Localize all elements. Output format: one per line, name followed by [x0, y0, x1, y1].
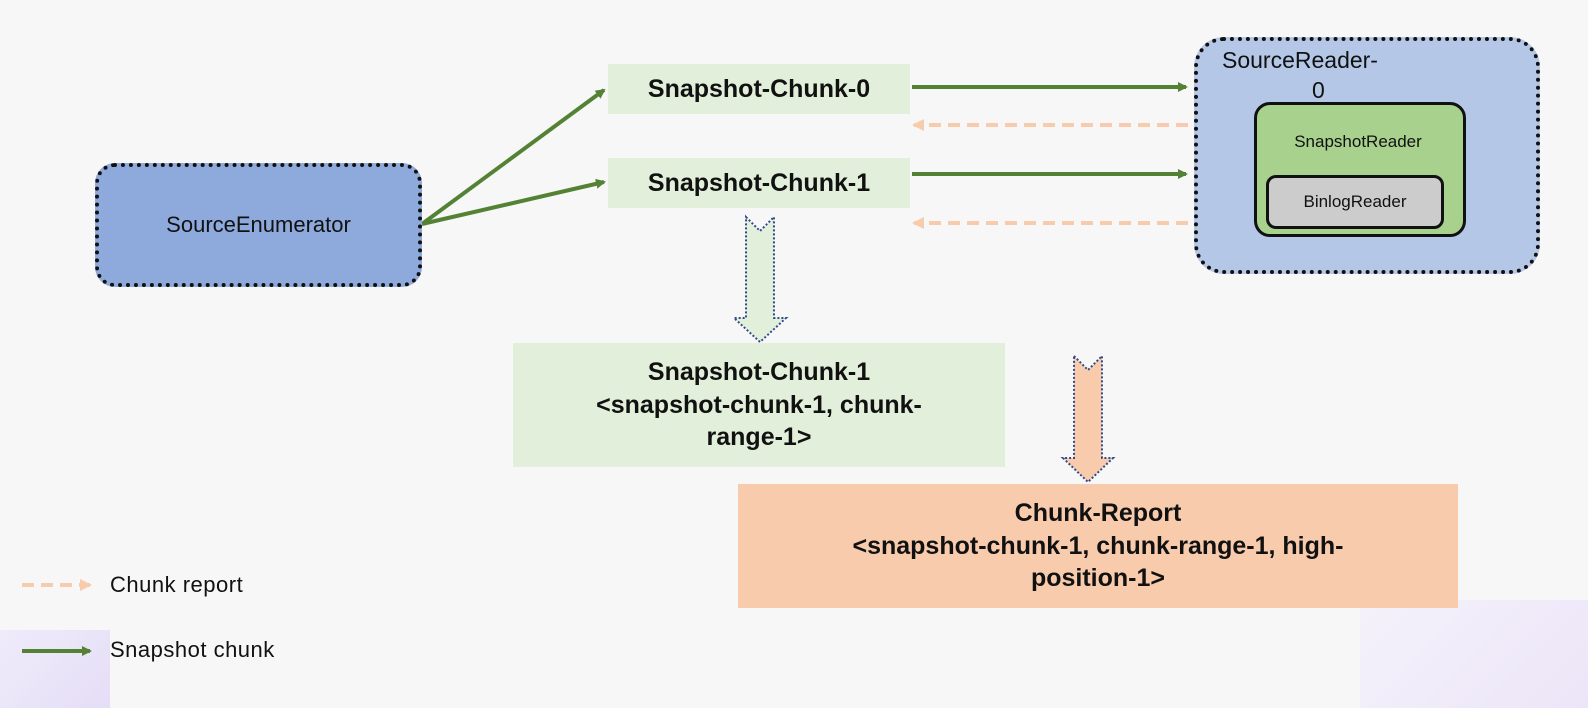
report-detail-line1: Chunk-Report [1014, 499, 1182, 528]
block-arrow-down-report [1060, 353, 1116, 484]
source-enumerator-node: SourceEnumerator [95, 163, 422, 287]
arrow-enumerator-to-chunk1 [421, 178, 606, 226]
report-detail-line2: <snapshot-chunk-1, chunk-range-1, high- [852, 531, 1344, 560]
snapshot-chunk-0-label: Snapshot-Chunk-0 [647, 74, 871, 103]
source-reader-title-line2: 0 [1312, 77, 1325, 103]
snapshot-chunk-1-label: Snapshot-Chunk-1 [647, 168, 871, 197]
binlog-reader-label: BinlogReader [1303, 192, 1407, 211]
chunk-report-detail-box: Chunk-Report <snapshot-chunk-1, chunk-ra… [738, 484, 1458, 608]
snapshot-chunk-1-node: Snapshot-Chunk-1 [608, 158, 910, 208]
snapshot-chunk-0-node: Snapshot-Chunk-0 [608, 64, 910, 114]
report-detail-line3: position-1> [1030, 564, 1166, 593]
legend-chunk-report-label: Chunk report [110, 572, 244, 597]
chunk1-detail-line2: <snapshot-chunk-1, chunk- [596, 390, 922, 419]
chunk1-detail-line3: range-1> [706, 423, 812, 452]
arrow-enumerator-to-chunk0 [420, 88, 606, 226]
binlog-reader-node: BinlogReader [1266, 175, 1444, 229]
decorative-cube-bottom-left [0, 630, 110, 708]
snapshot-reader-label: SnapshotReader [1294, 132, 1422, 151]
legend-snapshot-chunk-label: Snapshot chunk [110, 637, 275, 662]
chunk1-detail-line1: Snapshot-Chunk-1 [647, 358, 871, 387]
source-reader-title: SourceReader- 0 [1222, 45, 1412, 105]
decorative-cube-bottom-right [1360, 600, 1588, 708]
source-reader-title-line1: SourceReader- [1222, 47, 1378, 73]
source-enumerator-label: SourceEnumerator [166, 212, 351, 237]
block-arrow-down-chunk [731, 214, 789, 344]
snapshot-chunk-1-detail-box: Snapshot-Chunk-1 <snapshot-chunk-1, chun… [513, 343, 1005, 467]
